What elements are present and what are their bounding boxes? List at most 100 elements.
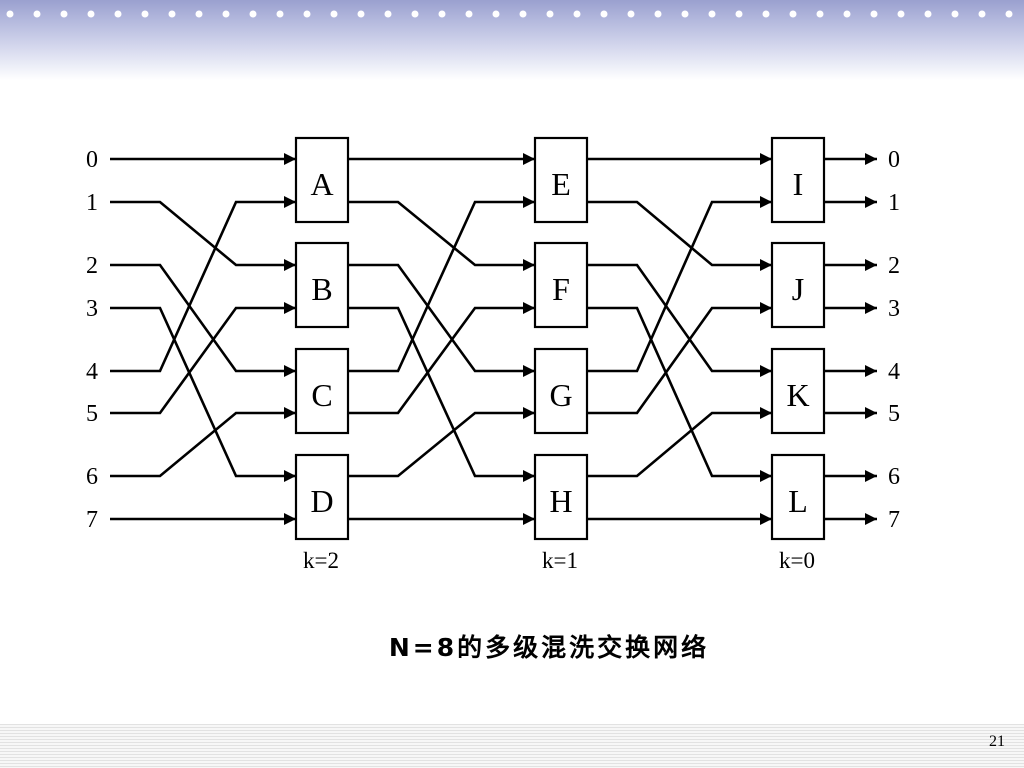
header-dot [411,10,419,18]
wire-stage1-2 [587,263,772,377]
header-dot [357,10,365,18]
wire-input-3 [110,306,296,482]
output-port-label: 4 [888,359,900,385]
wire-stage0-6 [348,407,535,478]
switch-box-A [294,136,350,224]
header-dot [735,10,743,18]
header-dot [708,10,716,18]
wire-input-1 [110,200,296,271]
wire-stage1-5 [587,302,772,415]
switch-box-label: K [786,377,809,413]
input-port-label: 0 [86,147,98,173]
header-dot [870,10,878,18]
header-dot [789,10,797,18]
input-port-label: 3 [86,296,98,322]
header-dot [276,10,284,18]
header-dot [546,10,554,18]
header-dot [897,10,905,18]
header-dot [330,10,338,18]
input-port-label: 4 [86,359,98,385]
header-dot [141,10,149,18]
header-dot [249,10,257,18]
switch-box-label: H [549,483,572,519]
header-dot [654,10,662,18]
switch-box-label: C [311,377,332,413]
stage-label: k=0 [779,548,815,573]
header-dot [573,10,581,18]
header-dot [33,10,41,18]
input-port-label: 1 [86,190,98,216]
header-dot [1005,10,1013,18]
wire-stage0-1 [348,200,535,271]
figure-caption: N=8的多级混洗交换网络 [388,633,710,662]
page-number: 21 [989,733,1005,750]
header-dot [465,10,473,18]
header-dot [978,10,986,18]
header-dot [924,10,932,18]
wire-stage0-5 [348,302,535,415]
switch-box-G [533,347,589,435]
input-port-label: 2 [86,253,98,279]
output-port-label: 5 [888,401,900,427]
wire-input-4 [110,196,296,373]
wire-stage0-3 [348,306,535,482]
wire-stage1-1 [587,200,772,271]
header-dot [384,10,392,18]
wire-stage0-4 [348,196,535,373]
header-dot [87,10,95,18]
header-dot [627,10,635,18]
network-wires [110,153,877,525]
output-port-label: 7 [888,507,900,533]
header-dot [762,10,770,18]
header-dot [168,10,176,18]
wire-input-2 [110,263,296,377]
switch-box-label: J [792,271,804,307]
header-dot [600,10,608,18]
wire-stage1-4 [587,196,772,373]
header-dot [843,10,851,18]
wire-input-6 [110,407,296,478]
switch-box-F [533,241,589,329]
wire-stage1-6 [587,407,772,478]
switch-box-I [770,136,826,224]
stage-label: k=1 [542,548,578,573]
switch-box-label: D [310,483,333,519]
wire-stage1-3 [587,306,772,482]
header-dot [114,10,122,18]
output-port-label: 3 [888,296,900,322]
input-port-label: 6 [86,464,98,490]
output-port-label: 0 [888,147,900,173]
switch-box-H [533,453,589,541]
header-dot [6,10,14,18]
switch-box-E [533,136,589,224]
header-dot [438,10,446,18]
wire-input-5 [110,302,296,415]
header-dot [303,10,311,18]
wire-stage0-2 [348,263,535,377]
switch-box-D [294,453,350,541]
switch-box-label: L [788,483,808,519]
header-dot [519,10,527,18]
switch-box-label: I [793,166,804,202]
switch-box-label: G [549,377,572,413]
header-dot [816,10,824,18]
input-port-label: 5 [86,401,98,427]
footer-band [0,724,1024,768]
switch-box-label: E [551,166,571,202]
header-dots [6,10,1013,18]
header-dot [222,10,230,18]
header-dot [681,10,689,18]
header-dot [60,10,68,18]
header-dot [951,10,959,18]
output-port-label: 6 [888,464,900,490]
switch-box-L [770,453,826,541]
output-port-label: 1 [888,190,900,216]
output-port-label: 2 [888,253,900,279]
switch-box-label: F [552,271,570,307]
header-dot [195,10,203,18]
input-port-label: 7 [86,507,98,533]
switch-box-K [770,347,826,435]
